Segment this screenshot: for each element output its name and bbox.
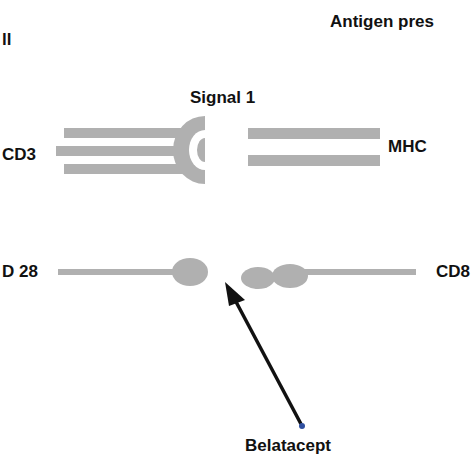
signal-label: Signal 1 bbox=[190, 88, 255, 108]
cell-body bbox=[318, 25, 474, 455]
mhc-complex bbox=[248, 128, 380, 166]
arrow-head bbox=[225, 282, 245, 306]
cd3-chain bbox=[64, 128, 182, 138]
cd28-stalk bbox=[58, 269, 186, 275]
cd3-chain bbox=[56, 146, 176, 156]
drug-label: Belatacept bbox=[245, 436, 331, 456]
cd28-molecule bbox=[58, 258, 208, 286]
antigen-presenting-cell: Antigen presMHCCD8 bbox=[318, 25, 474, 455]
tcr-complex bbox=[56, 116, 205, 184]
tcr-groove bbox=[189, 130, 205, 170]
mhc-chain bbox=[248, 155, 380, 166]
molecule-label: CD8 bbox=[436, 262, 470, 282]
molecule-label: D 28 bbox=[2, 262, 38, 282]
cd3-chain bbox=[64, 164, 186, 174]
cell-heading: Antigen pres bbox=[330, 12, 434, 32]
molecule-label: CD3 bbox=[2, 145, 36, 165]
tcr-receptor bbox=[173, 116, 205, 184]
arrow-shaft bbox=[234, 298, 301, 424]
cd80-stalk bbox=[300, 269, 416, 275]
mhc-chain bbox=[248, 128, 380, 139]
t-cell: llCD3 D 28 bbox=[0, 25, 155, 455]
cd80-molecule bbox=[241, 264, 416, 289]
tcr-groove-core bbox=[197, 138, 205, 162]
cell-body bbox=[0, 25, 155, 455]
cd80-domain bbox=[272, 264, 308, 288]
belatacept-arrow bbox=[225, 282, 305, 429]
cell-outline bbox=[318, 25, 474, 455]
cd28-head bbox=[172, 258, 208, 286]
molecule-label: MHC bbox=[388, 137, 427, 157]
cell-outline bbox=[0, 25, 155, 455]
cell-heading: ll bbox=[2, 30, 11, 50]
arrow-tail-dot bbox=[299, 423, 305, 429]
cd80-domain bbox=[241, 267, 275, 289]
